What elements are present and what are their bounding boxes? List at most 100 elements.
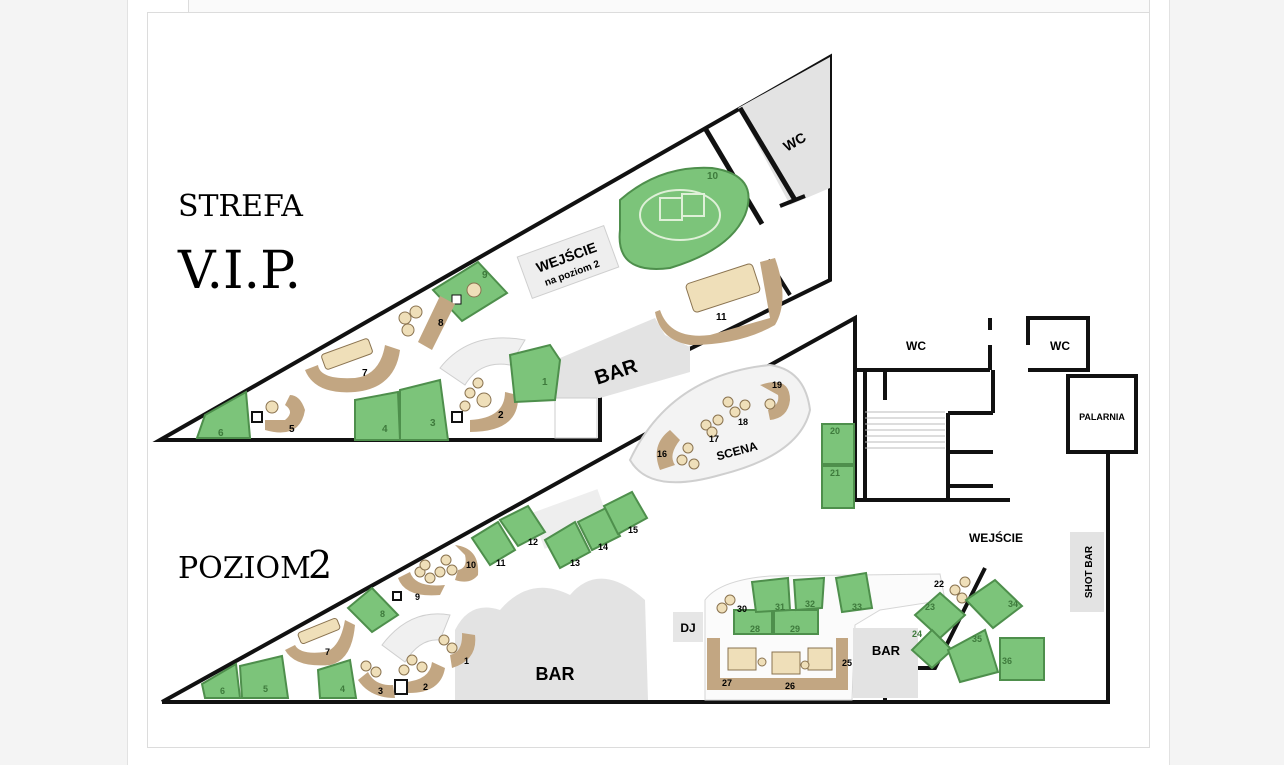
level2-title-word: POZIOM — [178, 551, 311, 586]
level2-table-33[interactable]: 33 — [834, 571, 874, 614]
svg-text:7: 7 — [362, 368, 368, 379]
svg-text:36: 36 — [1002, 656, 1012, 666]
level2-table-34[interactable]: 34 — [964, 578, 1024, 630]
svg-text:19: 19 — [772, 380, 782, 390]
vip-table-4[interactable]: 4 — [354, 390, 402, 441]
vip-pillar-2 — [451, 411, 463, 423]
level2-table-7[interactable]: 7 — [285, 617, 355, 666]
level2-stairs-2 — [381, 613, 451, 663]
svg-text:21: 21 — [830, 468, 840, 478]
vip-pillar-1 — [251, 411, 263, 423]
level2-table-1[interactable]: 1 — [438, 633, 476, 668]
vip-stairs — [439, 337, 526, 386]
level2-dj-booth — [673, 612, 703, 642]
vip-wc-area — [738, 57, 830, 205]
level2-table-22[interactable]: 22 — [934, 576, 971, 604]
svg-text:6: 6 — [218, 428, 224, 439]
vip-table-3[interactable]: 3 — [399, 378, 450, 441]
level2-table-11[interactable]: 11 — [470, 520, 517, 568]
svg-text:23: 23 — [925, 602, 935, 612]
level2-table-15[interactable]: 15 — [602, 490, 649, 536]
level2-table-35[interactable]: 35 — [946, 628, 1000, 684]
level2-table-16[interactable]: 16 — [656, 430, 700, 470]
level2-shot-bar — [1070, 532, 1104, 612]
level2-table-31[interactable]: 31 — [750, 576, 792, 614]
svg-text:27: 27 — [722, 678, 732, 688]
svg-text:9: 9 — [415, 592, 420, 602]
svg-text:30: 30 — [737, 604, 747, 614]
svg-text:5: 5 — [263, 684, 268, 694]
level2-main-bar — [455, 578, 648, 700]
level2-small-bar — [853, 628, 918, 698]
svg-text:3: 3 — [430, 418, 436, 429]
svg-text:1: 1 — [464, 656, 469, 666]
level2-table-4[interactable]: 4 — [316, 658, 358, 699]
level2-smoking-room — [1066, 374, 1138, 454]
level2-table-36[interactable]: 36 — [999, 637, 1045, 681]
level2-table-29[interactable]: 29 — [773, 609, 819, 635]
svg-text:5: 5 — [289, 424, 295, 435]
vip-table-5[interactable]: 5 — [265, 395, 305, 435]
vip-table-11[interactable]: 11 — [655, 258, 783, 345]
level2-entrance-label: WEJŚCIE — [969, 530, 1023, 545]
svg-text:4: 4 — [382, 424, 388, 435]
vip-entrance-sign: WEJŚCIE na poziom 2 — [516, 224, 620, 300]
level2-table-21[interactable]: 21 — [821, 465, 855, 509]
level2-small-bar-label: BAR — [872, 643, 901, 658]
level2-table-13[interactable]: 13 — [543, 520, 592, 570]
vip-table-2[interactable]: 2 — [459, 377, 519, 432]
level2-main-bar-label: BAR — [536, 664, 575, 684]
vip-wc-wall-2 — [737, 106, 798, 202]
svg-text:18: 18 — [738, 417, 748, 427]
level2-table-17[interactable]: 17 — [700, 414, 724, 444]
level2-table-10[interactable]: 10 — [434, 545, 479, 582]
vip-wc-wall-3 — [779, 194, 806, 208]
vip-title-line1: STREFA — [178, 189, 303, 224]
vip-title-line2: V.I.P. — [177, 241, 301, 301]
level2-table-32[interactable]: 32 — [792, 576, 826, 612]
svg-text:20: 20 — [830, 426, 840, 436]
vip-table-7[interactable]: 7 — [305, 338, 400, 393]
svg-text:29: 29 — [790, 624, 800, 634]
vip-table-1[interactable]: 1 — [508, 343, 562, 404]
level2-table-area-bg — [531, 489, 611, 549]
vip-table-6[interactable]: 6 — [195, 390, 252, 439]
vip-zone: WC BAR WEJŚCIE na poziom 2 10 11 — [152, 53, 832, 442]
svg-text:8: 8 — [380, 609, 385, 619]
svg-text:6: 6 — [220, 686, 225, 696]
level2-table-30[interactable]: 30 — [716, 594, 747, 614]
level2-table-6[interactable]: 6 — [200, 662, 242, 699]
level2-table-28[interactable]: 28 — [733, 609, 773, 635]
vip-table-8[interactable]: 8 — [398, 296, 455, 350]
vip-bar-counter — [555, 318, 690, 398]
level2-pillar-1 — [392, 591, 402, 601]
svg-text:13: 13 — [570, 558, 580, 568]
svg-text:7: 7 — [325, 647, 330, 657]
level2-wc-2-label: WC — [1050, 339, 1070, 353]
svg-text:12: 12 — [528, 537, 538, 547]
level2-table-9[interactable]: 9 — [398, 559, 445, 602]
level2-dj-label: DJ — [680, 621, 695, 635]
vip-bar-box — [554, 397, 598, 439]
level2-table-8[interactable]: 8 — [346, 586, 400, 634]
vip-table-10[interactable]: 10 — [618, 166, 750, 270]
level2-table-19[interactable]: 19 — [760, 380, 790, 420]
svg-text:16: 16 — [657, 449, 667, 459]
level2-table-5[interactable]: 5 — [238, 654, 290, 699]
svg-text:32: 32 — [805, 599, 815, 609]
level2-zone: WC WC PALARNIA SHOT BAR WEJŚCIE SCENA 16 — [161, 314, 1138, 704]
svg-text:10: 10 — [707, 171, 719, 182]
level2-table-3[interactable]: 3 — [358, 660, 395, 698]
level2-table-18[interactable]: 18 — [722, 396, 751, 427]
level2-table-20[interactable]: 20 — [821, 423, 855, 465]
svg-text:14: 14 — [598, 542, 608, 552]
svg-text:2: 2 — [423, 682, 428, 692]
level2-stairs — [865, 411, 945, 449]
svg-text:11: 11 — [496, 558, 506, 568]
level2-table-12[interactable]: 12 — [498, 504, 547, 548]
svg-text:11: 11 — [716, 312, 727, 323]
svg-text:15: 15 — [628, 525, 638, 535]
svg-text:34: 34 — [1008, 599, 1018, 609]
level2-table-25-26-27[interactable]: 25 26 27 — [707, 638, 852, 691]
svg-text:28: 28 — [750, 624, 760, 634]
